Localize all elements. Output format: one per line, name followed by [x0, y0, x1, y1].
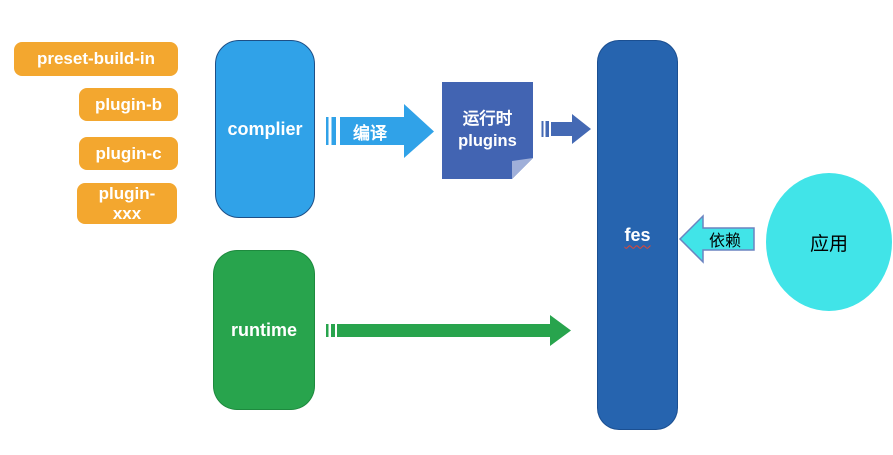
badge-plugin-b: plugin-b [79, 88, 178, 121]
badge-plugin-xxx: plugin-xxx [77, 183, 177, 224]
plugins-to-fes-arrow-stripe [541, 121, 544, 137]
runtime-node: runtime [213, 250, 315, 410]
runtime-plugins-label-line2: plugins [458, 131, 517, 150]
complier-node-label: complier [227, 118, 303, 139]
compile-arrow-label: 编译 [353, 123, 387, 143]
plugins-to-fes-arrow [541, 114, 591, 144]
runtime-to-fes-arrow-stripe [326, 324, 329, 337]
fes-node-label: fes [624, 224, 651, 245]
badge-preset-build-in: preset-build-in [14, 42, 178, 76]
badge-preset-build-in-label: preset-build-in [36, 49, 156, 69]
compile-arrow-stripe [331, 117, 336, 145]
complier-node: complier [215, 40, 315, 218]
runtime-to-fes-arrow-stripe [331, 324, 335, 337]
runtime-to-fes-arrow-body [337, 315, 571, 346]
runtime-plugins-node-label: 运行时 plugins [442, 82, 533, 179]
app-node-label: 应用 [809, 233, 848, 255]
runtime-to-fes-arrow [326, 315, 571, 346]
badge-plugin-xxx-label: plugin-xxx [98, 183, 156, 223]
badge-plugin-b-label: plugin-b [94, 94, 163, 114]
app-ellipse-node: 应用 [766, 173, 892, 311]
badge-plugin-c-label: plugin-c [95, 143, 162, 163]
compile-arrow-stripe [326, 117, 329, 145]
plugins-to-fes-arrow-body [551, 114, 591, 144]
runtime-node-label: runtime [230, 319, 297, 340]
badge-plugin-c: plugin-c [79, 137, 178, 170]
runtime-plugins-label-line1: 运行时 [462, 110, 513, 129]
fes-node: fes [597, 40, 678, 430]
depends-arrow-label: 依赖 [708, 233, 741, 250]
plugins-to-fes-arrow-stripe [545, 121, 549, 137]
